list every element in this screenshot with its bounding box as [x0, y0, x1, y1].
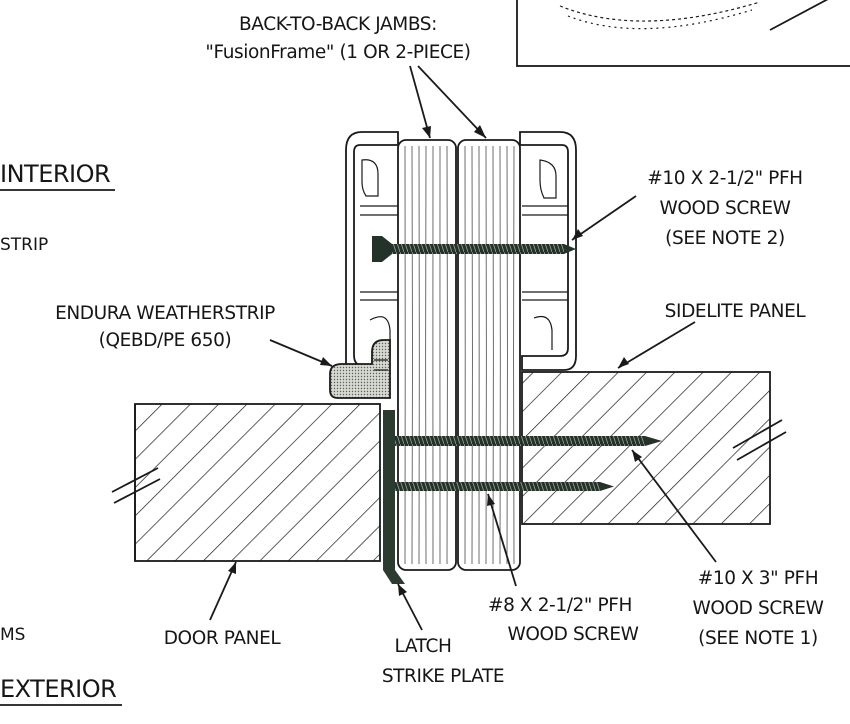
screw10-label-line3: (SEE NOTE 2) — [665, 228, 785, 249]
screw8-label-line1: #8 X 2-1/2" PFH — [488, 595, 632, 616]
latch-label-line2: STRIKE PLATE — [382, 666, 504, 687]
screw10-label-line1: #10 X 2-1/2" PFH — [647, 168, 802, 189]
jambs-label-line1: BACK-TO-BACK JAMBS: — [239, 14, 437, 35]
weatherstrip — [330, 340, 390, 398]
jambs-label-line2: "FusionFrame" (1 OR 2-PIECE) — [205, 42, 470, 63]
strip-partial-label: STRIP — [0, 235, 48, 255]
ms-partial-label: MS — [0, 625, 25, 645]
inset-box — [517, 0, 850, 66]
sidelite-label: SIDELITE PANEL — [665, 301, 807, 322]
sidelite-panel — [522, 372, 770, 524]
exterior-label: EXTERIOR — [0, 675, 116, 703]
screw3-label-line2: WOOD SCREW — [692, 598, 823, 619]
weatherstrip-label-line1: ENDURA WEATHERSTRIP — [55, 303, 275, 324]
screw8-label-line2: WOOD SCREW — [507, 624, 638, 645]
door-panel — [135, 404, 380, 561]
latch-label-line1: LATCH — [395, 636, 452, 657]
screw10-label-line2: WOOD SCREW — [659, 198, 790, 219]
screw-8x2-5 — [395, 482, 614, 491]
screw-10x3 — [395, 436, 662, 446]
weatherstrip-label-line2: (QEBD/PE 650) — [99, 330, 232, 351]
door-panel-label: DOOR PANEL — [164, 628, 282, 649]
interior-label: INTERIOR — [0, 160, 110, 188]
screw3-label-line3: (SEE NOTE 1) — [698, 628, 818, 649]
screw3-label-line1: #10 X 3" PFH — [698, 568, 819, 589]
